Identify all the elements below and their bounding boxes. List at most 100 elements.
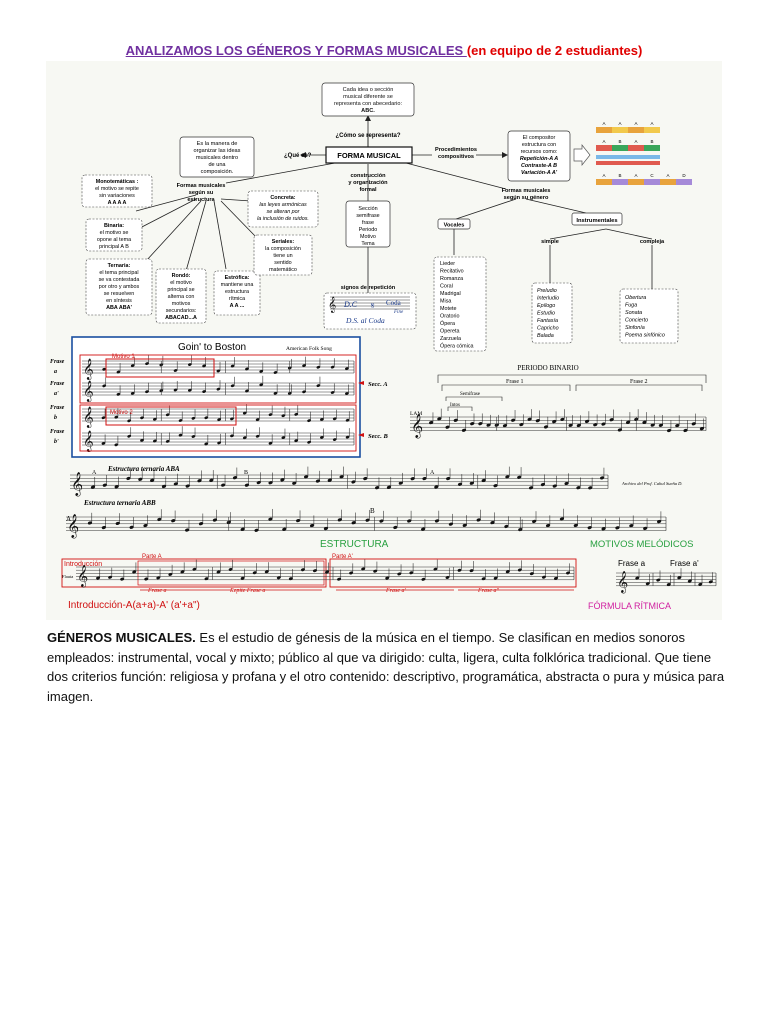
note-head	[127, 419, 131, 423]
note-head	[437, 417, 442, 421]
seriales-line: Seriales:	[272, 239, 295, 245]
complex-form-item: Sinfonía	[625, 325, 645, 331]
note-head	[445, 575, 450, 579]
note-head	[699, 427, 704, 431]
construction-line: frase	[362, 220, 374, 226]
note-head	[296, 519, 301, 523]
estrofica-line: estructura	[225, 289, 249, 295]
note-head	[202, 364, 206, 368]
seriales-box	[253, 234, 313, 276]
left-box-line: organizar las ideas	[194, 148, 241, 154]
svg-text:Formas musicales: Formas musicales	[502, 188, 551, 194]
note-head	[511, 418, 516, 422]
seriales-line: matemático	[269, 267, 297, 273]
note-head	[116, 370, 121, 374]
note-head	[254, 528, 259, 532]
note-head	[625, 420, 631, 424]
note-head	[601, 422, 606, 426]
svg-text:a': a'	[54, 391, 59, 397]
monotematica-line: el motivo se repite	[95, 186, 139, 192]
compleja-list: Obertura Fuga Sonata Concierto Sinfonía …	[625, 295, 665, 339]
note-head	[601, 527, 606, 531]
note-head	[332, 438, 337, 441]
compleja-list-box	[619, 288, 679, 344]
complex-form-item: Fuga	[625, 303, 637, 309]
parte-a-label: Parte A	[142, 554, 162, 560]
ternaria-line: se resuelven	[104, 291, 135, 297]
note-head	[584, 419, 590, 423]
note-head	[429, 420, 434, 425]
note-head	[345, 418, 350, 422]
top-box-line: Cada idea o sección	[343, 87, 394, 93]
note-head	[268, 413, 273, 417]
motivos-melodicos-label: MOTIVOS MELÓDICOS	[590, 539, 693, 550]
note-head	[273, 371, 278, 374]
note-head	[683, 428, 688, 433]
ternaria-line: por otro y ambos	[99, 284, 140, 290]
note-head	[101, 525, 106, 530]
note-head	[242, 436, 247, 440]
parte-a-inner-box	[137, 560, 325, 586]
svg-text:Frase: Frase	[50, 381, 65, 387]
rondo-line: principal se	[167, 287, 194, 293]
top-box-line: ABC.	[361, 108, 375, 114]
seriales-line: sentido	[274, 260, 291, 266]
note-head	[421, 527, 426, 531]
svg-text:Frase: Frase	[50, 359, 65, 365]
note-head	[576, 486, 581, 490]
note-head	[281, 436, 286, 440]
procedures-label: compositivos	[438, 154, 474, 160]
form-palette: A A A A A B A B A B A C A D	[596, 121, 692, 185]
note-head	[327, 478, 332, 482]
note-head	[568, 423, 573, 427]
goin-to-boston-box	[71, 336, 361, 458]
svg-text:B: B	[618, 173, 621, 178]
note-head	[519, 422, 524, 427]
caption-heading: GÉNEROS MUSICALES.	[47, 630, 196, 645]
note-head	[300, 568, 305, 572]
construction-question: construcción y organización formal	[348, 173, 388, 193]
note-head	[187, 363, 192, 366]
note-head	[145, 390, 149, 394]
svg-text:A: A	[602, 173, 605, 178]
arrow-icon	[358, 381, 364, 385]
note-head	[312, 569, 317, 573]
note-head	[150, 478, 155, 482]
note-head	[407, 519, 412, 523]
note-head	[337, 518, 342, 522]
sec-b-label: Secc. B	[368, 433, 389, 440]
monotematica-line: sin variaciones	[99, 193, 135, 199]
svg-text:y organización: y organización	[348, 180, 388, 186]
ternaria-line: el tema principal	[99, 270, 138, 276]
note-head	[280, 478, 285, 482]
svg-text:Frase: Frase	[50, 405, 65, 411]
note-head	[351, 521, 356, 525]
right-box-text: El compositor estructura con recursos co…	[520, 135, 558, 176]
note-head	[204, 416, 209, 420]
binaria-line: principal A B	[99, 244, 129, 250]
note-head	[145, 362, 149, 366]
note-head	[588, 486, 593, 490]
svg-text:estructura: estructura	[187, 197, 215, 203]
simple-form-item: Interludio	[537, 296, 559, 302]
construction-line: Sección	[358, 206, 377, 212]
what-is-question: ¿Qué es?	[284, 153, 312, 159]
vocal-genre-item: Misa	[440, 299, 451, 305]
rondo-line: alterna con	[168, 294, 195, 300]
note-head	[268, 481, 273, 485]
concept-map-svg: Cada idea o sección musical diferente se…	[50, 82, 717, 611]
note-head	[469, 481, 474, 485]
right-box-line: Contraste-A B	[521, 163, 557, 169]
note-head	[127, 434, 131, 438]
note-head	[573, 523, 578, 528]
note-head	[96, 576, 100, 580]
formula-intro-label: Introducción-A(a+a)-A' (a'+a")	[68, 600, 200, 611]
svg-text:A: A	[650, 121, 653, 126]
monotematica-box	[81, 174, 153, 208]
sec-a-label: Secc. A	[368, 381, 388, 388]
note-head	[197, 479, 202, 483]
title-note: (en equipo de 2 estudiantes)	[466, 43, 643, 58]
note-head	[178, 419, 183, 422]
note-head	[191, 416, 196, 420]
note-head	[421, 577, 426, 581]
